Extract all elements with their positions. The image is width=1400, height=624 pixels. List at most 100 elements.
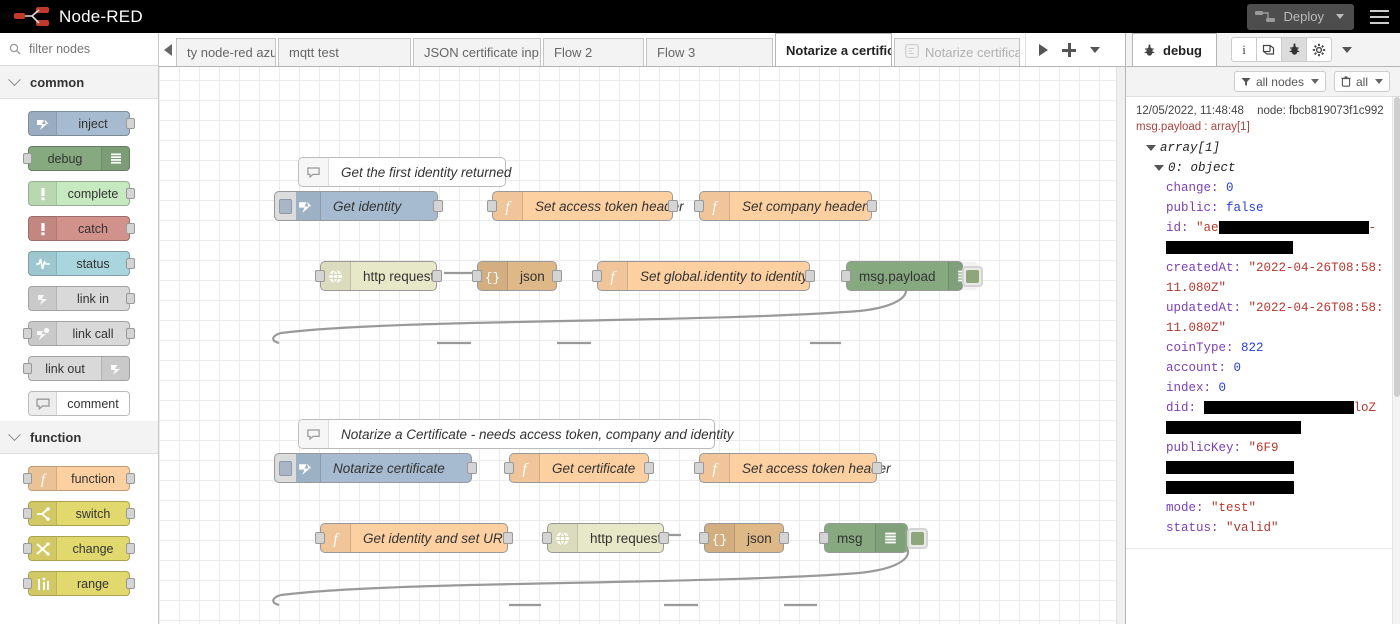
hamburger-menu-icon[interactable] <box>1358 0 1400 33</box>
flow-node-http-request[interactable]: http request <box>315 261 442 291</box>
node-port-out[interactable] <box>644 462 654 474</box>
filter-nodes-input[interactable] <box>27 41 137 57</box>
bug-icon[interactable] <box>1281 37 1307 62</box>
node-port-in[interactable] <box>504 462 514 474</box>
flow-comment-node[interactable]: Get the first identity returned <box>298 157 511 187</box>
tree-root-row[interactable]: array[1] <box>1136 138 1390 158</box>
node-port-out[interactable] <box>779 532 789 544</box>
debug-message[interactable]: 12/05/2022, 11:48:48 node: fbcb819073f1c… <box>1126 97 1400 549</box>
flow-node-notarize-certificate[interactable]: Notarize certificate <box>274 453 477 483</box>
tree-child-row[interactable]: 0: object <box>1136 158 1390 178</box>
deploy-button[interactable]: Deploy <box>1246 3 1354 30</box>
palette-node-link-call[interactable]: link call <box>23 321 135 346</box>
svg-text:f: f <box>712 460 719 476</box>
node-port-out[interactable] <box>432 270 442 282</box>
add-flow-button[interactable] <box>1056 37 1082 63</box>
info-icon[interactable]: i <box>1231 37 1257 62</box>
collapse-arrow-icon[interactable] <box>1154 165 1164 171</box>
function-f-icon: f <box>700 192 730 220</box>
debug-clear-button[interactable]: all <box>1333 71 1390 92</box>
palette-category-function[interactable]: function <box>0 421 158 454</box>
palette-node-catch[interactable]: catch <box>28 216 135 241</box>
node-port-in[interactable] <box>472 270 482 282</box>
node-port-out[interactable] <box>503 532 513 544</box>
debug-enable-toggle[interactable] <box>962 266 983 287</box>
palette-category-common[interactable]: common <box>0 66 158 99</box>
debug-filter-button[interactable]: all nodes <box>1233 71 1326 92</box>
tab-debug[interactable]: debug <box>1132 33 1217 66</box>
flow-comment-node[interactable]: Notarize a Certificate - needs access to… <box>298 419 733 449</box>
debug-field-value: "valid" <box>1226 521 1279 535</box>
play-triangle-icon <box>1038 43 1048 56</box>
flow-node-json[interactable]: {}json <box>472 261 562 291</box>
debug-message-list[interactable]: 12/05/2022, 11:48:48 node: fbcb819073f1c… <box>1126 97 1400 624</box>
workspace-tab-notarize-certificat[interactable]: Notarize certificat <box>894 38 1020 66</box>
workspace-tab-json-certificate-inp[interactable]: JSON certificate inp <box>413 38 541 66</box>
node-port-out[interactable] <box>467 462 477 474</box>
flow-node-http-request[interactable]: http request <box>542 523 669 553</box>
palette-node-label: change <box>72 541 114 556</box>
gear-icon[interactable] <box>1306 37 1332 62</box>
debug-scrollbar[interactable] <box>1392 97 1400 624</box>
flow-list-button[interactable] <box>1082 37 1108 63</box>
workspace-tab-notarize-a-certifica[interactable]: Notarize a certifica <box>775 33 892 66</box>
sidebar-more-chevron-down-icon[interactable] <box>1342 46 1352 53</box>
node-port-in[interactable] <box>819 532 829 544</box>
workspace-tab-ty-node-red-azu[interactable]: ty node-red azu <box>176 38 276 66</box>
flow-node-msg-payload[interactable]: msg.payload <box>841 261 983 291</box>
inject-trigger-button[interactable] <box>274 453 296 483</box>
node-port-out[interactable] <box>433 200 443 212</box>
palette-node-inject[interactable]: inject <box>28 111 135 136</box>
palette-node-comment[interactable]: comment <box>28 391 130 416</box>
node-port-in[interactable] <box>841 270 851 282</box>
node-port-in[interactable] <box>315 532 325 544</box>
palette-node-change[interactable]: change <box>23 536 135 561</box>
run-flow-button[interactable] <box>1030 37 1056 63</box>
node-port-in[interactable] <box>694 200 704 212</box>
svg-text:f: f <box>333 530 340 546</box>
tabs-scroll-left-button[interactable] <box>159 33 176 66</box>
collapse-arrow-icon[interactable] <box>1146 145 1156 151</box>
node-port-out[interactable] <box>668 200 678 212</box>
function-f-icon: f <box>493 192 523 220</box>
flow-node-msg[interactable]: msg <box>819 523 928 553</box>
flow-node-get-identity[interactable]: Get identity <box>274 191 443 221</box>
workspace-tab-flow-2[interactable]: Flow 2 <box>543 38 644 66</box>
palette-node-label: switch <box>75 506 111 521</box>
node-port-out[interactable] <box>805 270 815 282</box>
node-port-in[interactable] <box>592 270 602 282</box>
palette-node-range[interactable]: range <box>23 571 135 596</box>
debug-enable-toggle[interactable] <box>907 528 928 549</box>
node-port-out[interactable] <box>552 270 562 282</box>
inject-trigger-button[interactable] <box>274 191 296 221</box>
node-port-out[interactable] <box>659 532 669 544</box>
node-port-in[interactable] <box>315 270 325 282</box>
palette-node-link-out[interactable]: link out <box>23 356 130 381</box>
chevron-down-icon[interactable] <box>1336 14 1344 19</box>
node-port-out[interactable] <box>872 462 882 474</box>
help-book-icon[interactable] <box>1256 37 1282 62</box>
palette-node-switch[interactable]: switch <box>23 501 135 526</box>
node-port-in[interactable] <box>694 462 704 474</box>
palette-node-status[interactable]: status <box>28 251 135 276</box>
palette-node-debug[interactable]: debug <box>23 146 130 171</box>
palette-node-link-in[interactable]: link in <box>28 286 135 311</box>
workspace-tab-mqtt-test[interactable]: mqtt test <box>278 38 411 66</box>
workspace-tab-flow-3[interactable]: Flow 3 <box>646 38 773 66</box>
function-f-icon: f <box>29 467 57 490</box>
node-port-in[interactable] <box>487 200 497 212</box>
node-port-in[interactable] <box>542 532 552 544</box>
flow-node-json[interactable]: {}json <box>699 523 789 553</box>
node-port-in[interactable] <box>699 532 709 544</box>
palette-node-complete[interactable]: complete <box>28 181 135 206</box>
node-port-out[interactable] <box>867 200 877 212</box>
